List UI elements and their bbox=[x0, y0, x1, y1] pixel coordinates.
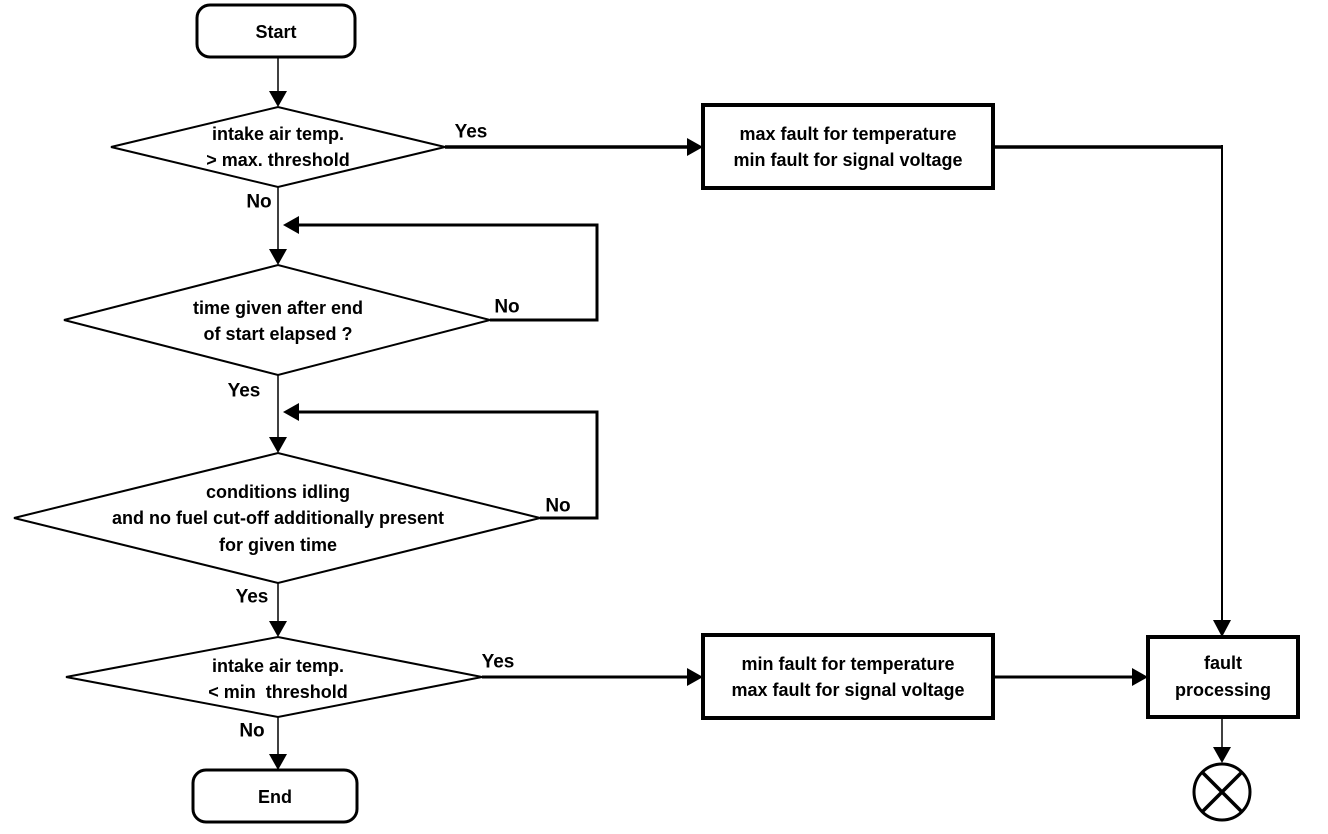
arrowhead-into-fault-processing-top bbox=[1213, 620, 1231, 637]
arrowhead-into-circle-x bbox=[1213, 747, 1231, 763]
process-min-fault-shape bbox=[701, 633, 995, 720]
fault-processing-line-2: processing bbox=[1175, 680, 1271, 700]
arrowhead-into-time-elapsed bbox=[269, 249, 287, 265]
decision-idle-conditions-shape bbox=[13, 451, 541, 585]
connector-idle-conditions-no-loop bbox=[299, 410, 599, 520]
edge-label-check-min-yes: Yes bbox=[482, 652, 515, 673]
idle-conditions-line-2: and no fuel cut-off additionally present bbox=[112, 508, 444, 528]
time-elapsed-line-2: of start elapsed ? bbox=[203, 324, 352, 344]
max-fault-line-2: min fault for signal voltage bbox=[733, 150, 962, 170]
arrowhead-into-check-min bbox=[269, 621, 287, 637]
check-max-temp-line-2: > max. threshold bbox=[206, 150, 350, 170]
min-fault-line-2: max fault for signal voltage bbox=[731, 680, 964, 700]
process-fault-processing-shape bbox=[1146, 635, 1300, 719]
start-label: Start bbox=[255, 22, 296, 42]
connector-time-elapsed-no-loop bbox=[299, 223, 599, 322]
decision-check-min-temp-shape bbox=[65, 635, 483, 719]
time-elapsed-line-1: time given after end bbox=[193, 298, 363, 318]
check-min-temp-line-1: intake air temp. bbox=[212, 656, 344, 676]
arrowhead-into-max-fault bbox=[687, 138, 703, 156]
start-terminator-shape bbox=[195, 3, 357, 59]
idle-conditions-line-1: conditions idling bbox=[206, 482, 350, 502]
check-max-temp-line-1: intake air temp. bbox=[212, 124, 344, 144]
max-fault-line-1: max fault for temperature bbox=[739, 124, 956, 144]
arrowhead-loop2-into-spine bbox=[283, 403, 299, 421]
circle-x-diagonal-2 bbox=[1200, 770, 1244, 814]
arrowhead-into-end bbox=[269, 754, 287, 770]
min-fault-line-1: min fault for temperature bbox=[741, 654, 954, 674]
check-min-temp-line-2: < min threshold bbox=[208, 682, 348, 702]
decision-check-max-temp-shape bbox=[110, 105, 446, 189]
edge-label-time-elapsed-no: No bbox=[494, 297, 519, 318]
circle-x-terminator-icon bbox=[1192, 762, 1252, 822]
edge-label-check-min-no: No bbox=[239, 721, 264, 742]
edge-label-idle-conditions-no: No bbox=[545, 496, 570, 517]
end-label: End bbox=[258, 787, 292, 807]
process-max-fault-shape bbox=[701, 103, 995, 190]
fault-processing-line-1: fault bbox=[1204, 653, 1242, 673]
arrowhead-loop1-into-spine bbox=[283, 216, 299, 234]
decision-time-elapsed-shape bbox=[63, 263, 494, 377]
arrowhead-into-check-max bbox=[269, 91, 287, 107]
edge-label-time-elapsed-yes: Yes bbox=[228, 381, 261, 402]
arrowhead-into-idle-conditions bbox=[269, 437, 287, 453]
arrowhead-into-fault-processing-left bbox=[1132, 668, 1148, 686]
edge-label-check-max-no: No bbox=[246, 192, 271, 213]
edge-label-idle-conditions-yes: Yes bbox=[236, 587, 269, 608]
edge-label-check-max-yes: Yes bbox=[455, 122, 488, 143]
arrowhead-into-min-fault bbox=[687, 668, 703, 686]
idle-conditions-line-3: for given time bbox=[219, 535, 337, 555]
end-terminator-shape bbox=[191, 768, 359, 824]
